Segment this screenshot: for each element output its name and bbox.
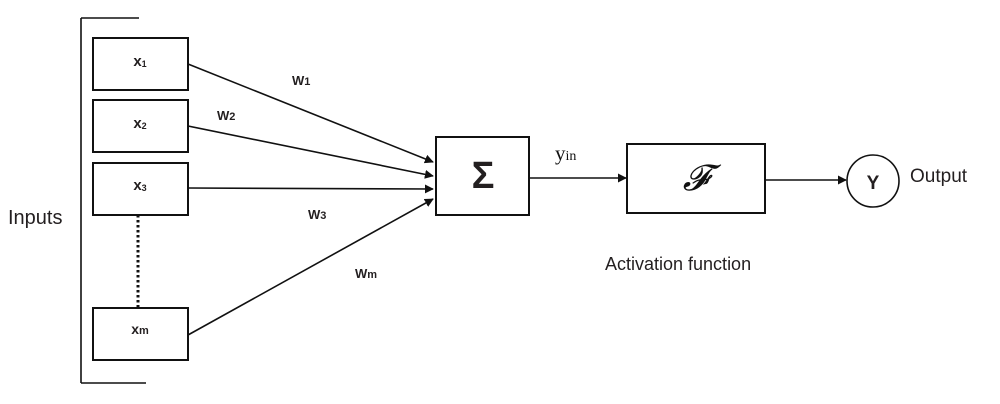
input-subscript: 2: [142, 121, 147, 131]
input-symbol: x: [131, 321, 139, 337]
activation-caption: Activation function: [605, 254, 751, 274]
output-node: Y: [846, 154, 900, 208]
input-node-x1: x1: [92, 37, 189, 91]
inputs-bracket: [80, 17, 146, 384]
activation-node: 𝓕: [626, 143, 766, 214]
connection-xm: [187, 198, 434, 336]
output-symbol: Y: [867, 173, 880, 194]
summation-node: Σ: [435, 136, 530, 216]
output-label: Output: [910, 166, 968, 187]
input-symbol: x: [133, 53, 142, 70]
sigma-symbol: Σ: [472, 155, 495, 197]
weight-label-w3: W3: [308, 207, 326, 222]
svg-text:x1: x1: [133, 53, 146, 70]
input-subscript: 1: [142, 59, 147, 69]
input-symbol: x: [133, 115, 142, 132]
input-subscript: 3: [142, 183, 147, 193]
svg-text:xm: xm: [131, 321, 149, 337]
input-node-xm: xm: [92, 307, 189, 361]
input-node-x3: x3: [92, 162, 189, 216]
connection-x2: [187, 125, 434, 179]
inputs-label: Inputs: [8, 207, 62, 229]
net-input-label: yin: [555, 141, 576, 165]
weight-label-w2: W2: [217, 108, 235, 123]
svg-text:x2: x2: [133, 115, 146, 132]
weight-label-w1: W1: [292, 73, 310, 88]
connection-x3: [187, 184, 434, 194]
input-node-x2: x2: [92, 99, 189, 153]
input-subscript: m: [139, 325, 149, 337]
svg-text:x3: x3: [133, 177, 146, 194]
connection-x1: [187, 63, 434, 164]
weight-label-wm: Wm: [355, 266, 377, 281]
input-symbol: x: [133, 177, 142, 194]
